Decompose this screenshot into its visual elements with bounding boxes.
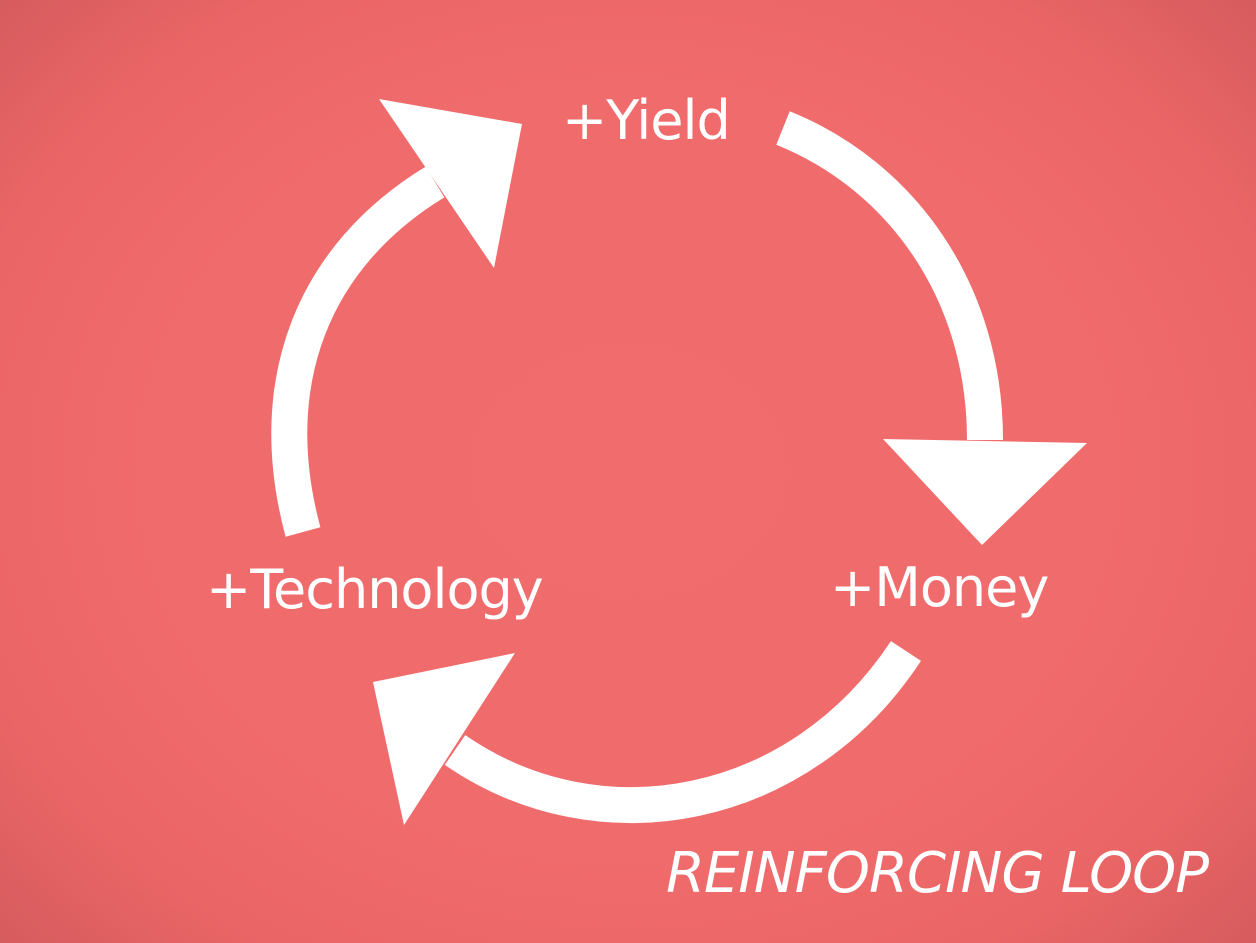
node-label-money: +Money — [830, 556, 1049, 619]
arrow-money-to-technology — [373, 641, 922, 825]
node-label-yield: +Yield — [562, 89, 731, 152]
arrow-yield-to-money — [776, 111, 1087, 545]
loop-title: REINFORCING LOOP — [665, 841, 1209, 906]
arrow-technology-to-yield — [271, 99, 522, 537]
node-label-technology: +Technology — [206, 558, 544, 621]
